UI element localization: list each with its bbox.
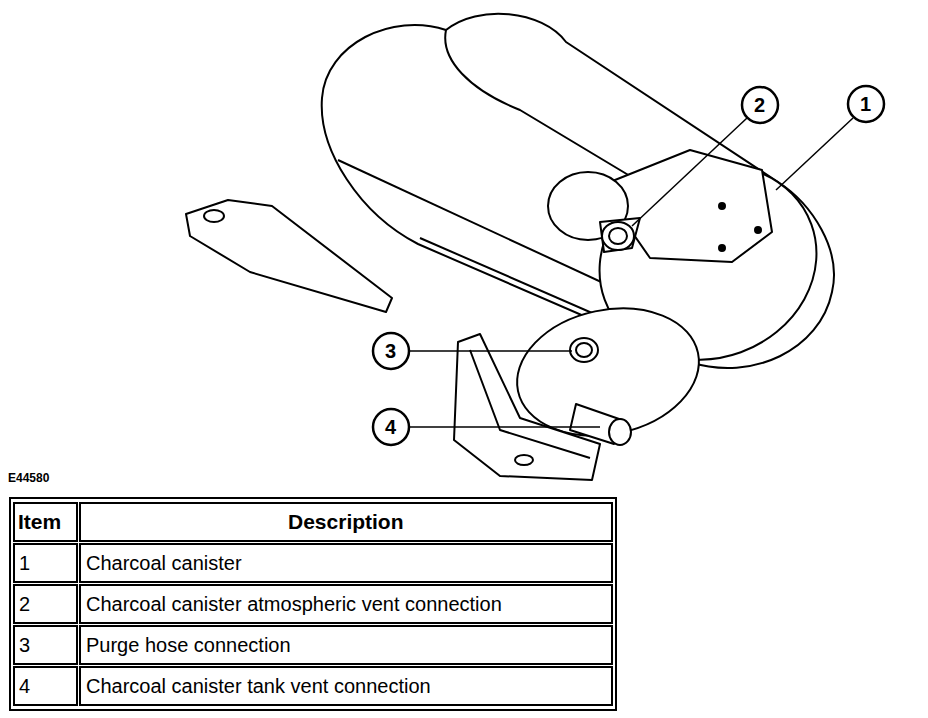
- callout-number: 4: [385, 416, 396, 439]
- table-cell-text: 4: [19, 675, 30, 698]
- vent-port-bore: [609, 228, 627, 244]
- leader-line: [409, 426, 600, 428]
- table-cell-text: Charcoal canister atmospheric vent conne…: [86, 593, 502, 616]
- tank-vent-port: [609, 419, 631, 445]
- callout-circle: [742, 87, 778, 123]
- callout-number: 2: [754, 94, 765, 117]
- callout-number: 1: [860, 93, 871, 116]
- purge-port: [570, 338, 598, 362]
- leader-line: [409, 350, 572, 352]
- leader-line: [632, 118, 747, 226]
- table-border: [10, 498, 616, 710]
- table-cell-text: Charcoal canister: [86, 552, 242, 575]
- table-cell: [80, 626, 612, 664]
- table-cell-text: 3: [19, 634, 30, 657]
- callout-circle: [373, 333, 409, 369]
- callout-circle: [373, 409, 409, 445]
- table-cell-text: 2: [19, 593, 30, 616]
- body-rib: [338, 160, 640, 300]
- table-cell: [80, 585, 612, 623]
- table-cell: [80, 544, 612, 582]
- mounting-hole: [204, 210, 224, 222]
- table-cell: [14, 585, 77, 623]
- bolt: [719, 203, 725, 209]
- table-header: Description: [288, 510, 404, 534]
- bolt: [719, 245, 725, 251]
- callout-circle: [848, 86, 884, 122]
- table-cell: [14, 544, 77, 582]
- table-cell-text: Charcoal canister tank vent connection: [86, 675, 431, 698]
- table-cell: [80, 667, 612, 705]
- table-cell: [80, 503, 612, 541]
- bolt: [755, 227, 761, 233]
- leader-line: [776, 118, 853, 190]
- table-header: Item: [18, 510, 61, 534]
- table-cell: [14, 503, 77, 541]
- vent-port: [602, 222, 634, 250]
- bracket-rib: [470, 350, 590, 458]
- callout-number: 3: [385, 340, 396, 363]
- table-cell: [14, 626, 77, 664]
- mounting-flange: [186, 200, 392, 312]
- table-cell-text: 1: [19, 552, 30, 575]
- purge-port-bore: [576, 343, 592, 357]
- figure-id: E44580: [8, 472, 49, 486]
- table-cell-text: Purge hose connection: [86, 634, 291, 657]
- mounting-hole: [515, 455, 533, 465]
- table-cell: [14, 667, 77, 705]
